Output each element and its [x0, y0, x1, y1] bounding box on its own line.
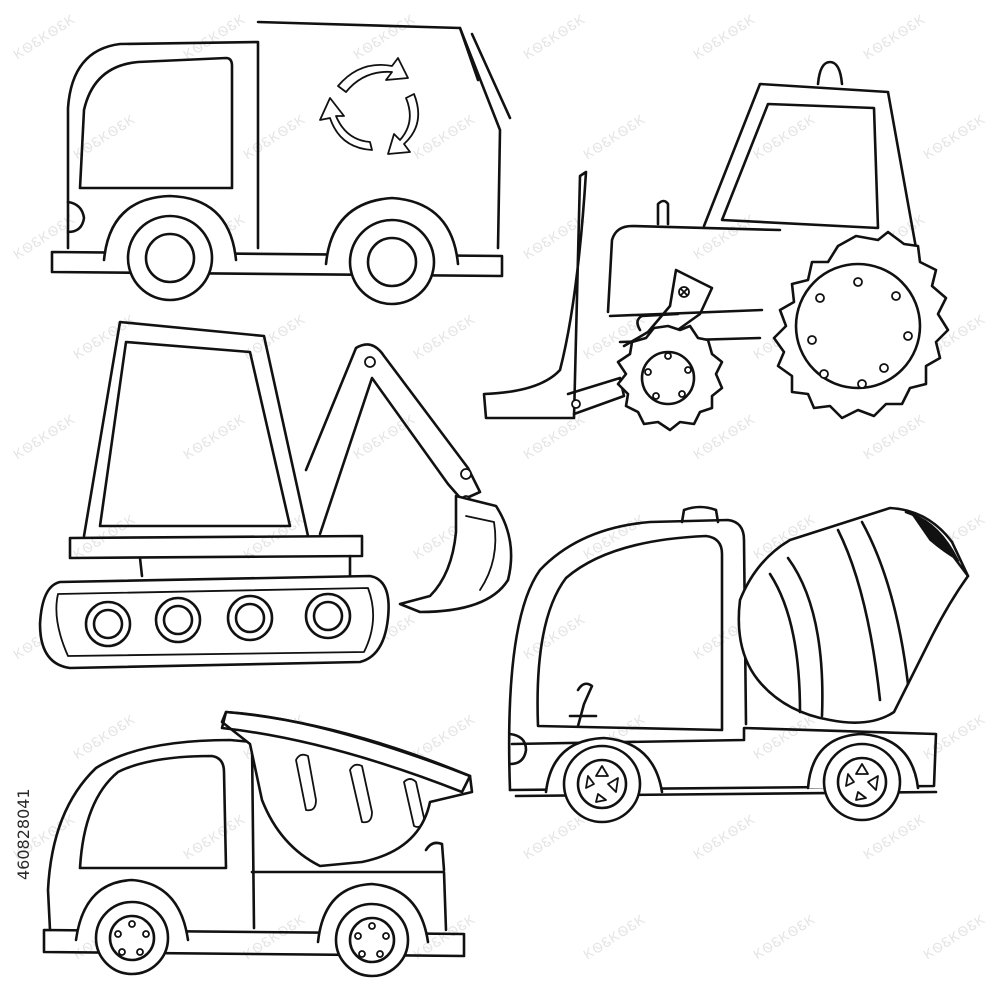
- bulldozer-window: [720, 102, 880, 230]
- dump-truck-window: [78, 754, 228, 870]
- recycle-icon: [319, 57, 420, 155]
- garbage-truck: [50, 20, 512, 306]
- excavator-window: [98, 340, 292, 528]
- garbage-truck-headlight: [66, 200, 86, 234]
- dump-truck: [42, 710, 474, 978]
- bulldozer-beacon: [816, 60, 844, 86]
- bulldozer-large-hub: [794, 262, 922, 390]
- mixer-window: [536, 534, 724, 732]
- excavator: [38, 320, 513, 670]
- garbage-truck-front-wheel: [126, 214, 214, 302]
- excavator-track-wheels: [84, 592, 352, 648]
- stock-id-text: 460828041: [14, 788, 33, 880]
- mixer-beacon: [680, 505, 720, 524]
- bulldozer-small-hub: [640, 350, 696, 406]
- mixer-cab: [507, 518, 748, 792]
- bulldozer-cab: [702, 82, 918, 250]
- excavator-cab: [82, 320, 310, 538]
- bulldozer-small-wheel: [616, 324, 724, 432]
- mixer-drum: [737, 506, 970, 724]
- mixer-drum-opening: [910, 512, 960, 562]
- dump-truck-bed-slot-2: [349, 763, 373, 824]
- excavator-deck: [68, 534, 364, 560]
- dump-truck-bed-slot-3: [403, 778, 425, 828]
- garbage-truck-rear-wheel: [348, 218, 436, 306]
- cement-mixer-truck: [507, 505, 970, 824]
- mixer-headlight: [508, 732, 528, 766]
- bulldozer-blade: [482, 170, 588, 420]
- excavator-track: [38, 574, 390, 670]
- dump-truck-rear-wheel: [334, 902, 410, 978]
- mixer-rear-wheel: [822, 742, 902, 822]
- bulldozer-hood: [606, 224, 782, 314]
- mixer-front-wheel: [562, 744, 642, 824]
- excavator-boom: [304, 343, 482, 536]
- garbage-truck-window: [78, 56, 234, 190]
- dump-truck-side: [250, 870, 448, 932]
- mixer-steering-wheel: [576, 682, 594, 728]
- dump-truck-bed-slot-1: [295, 753, 317, 812]
- dump-truck-cab: [46, 738, 256, 932]
- bulldozer-large-wheel: [772, 230, 950, 420]
- garbage-truck-cab: [66, 40, 260, 250]
- bulldozer-exhaust: [656, 199, 670, 226]
- dump-truck-front-wheel: [94, 900, 170, 976]
- bulldozer-tractor: [482, 60, 950, 432]
- garbage-truck-container: [256, 20, 502, 250]
